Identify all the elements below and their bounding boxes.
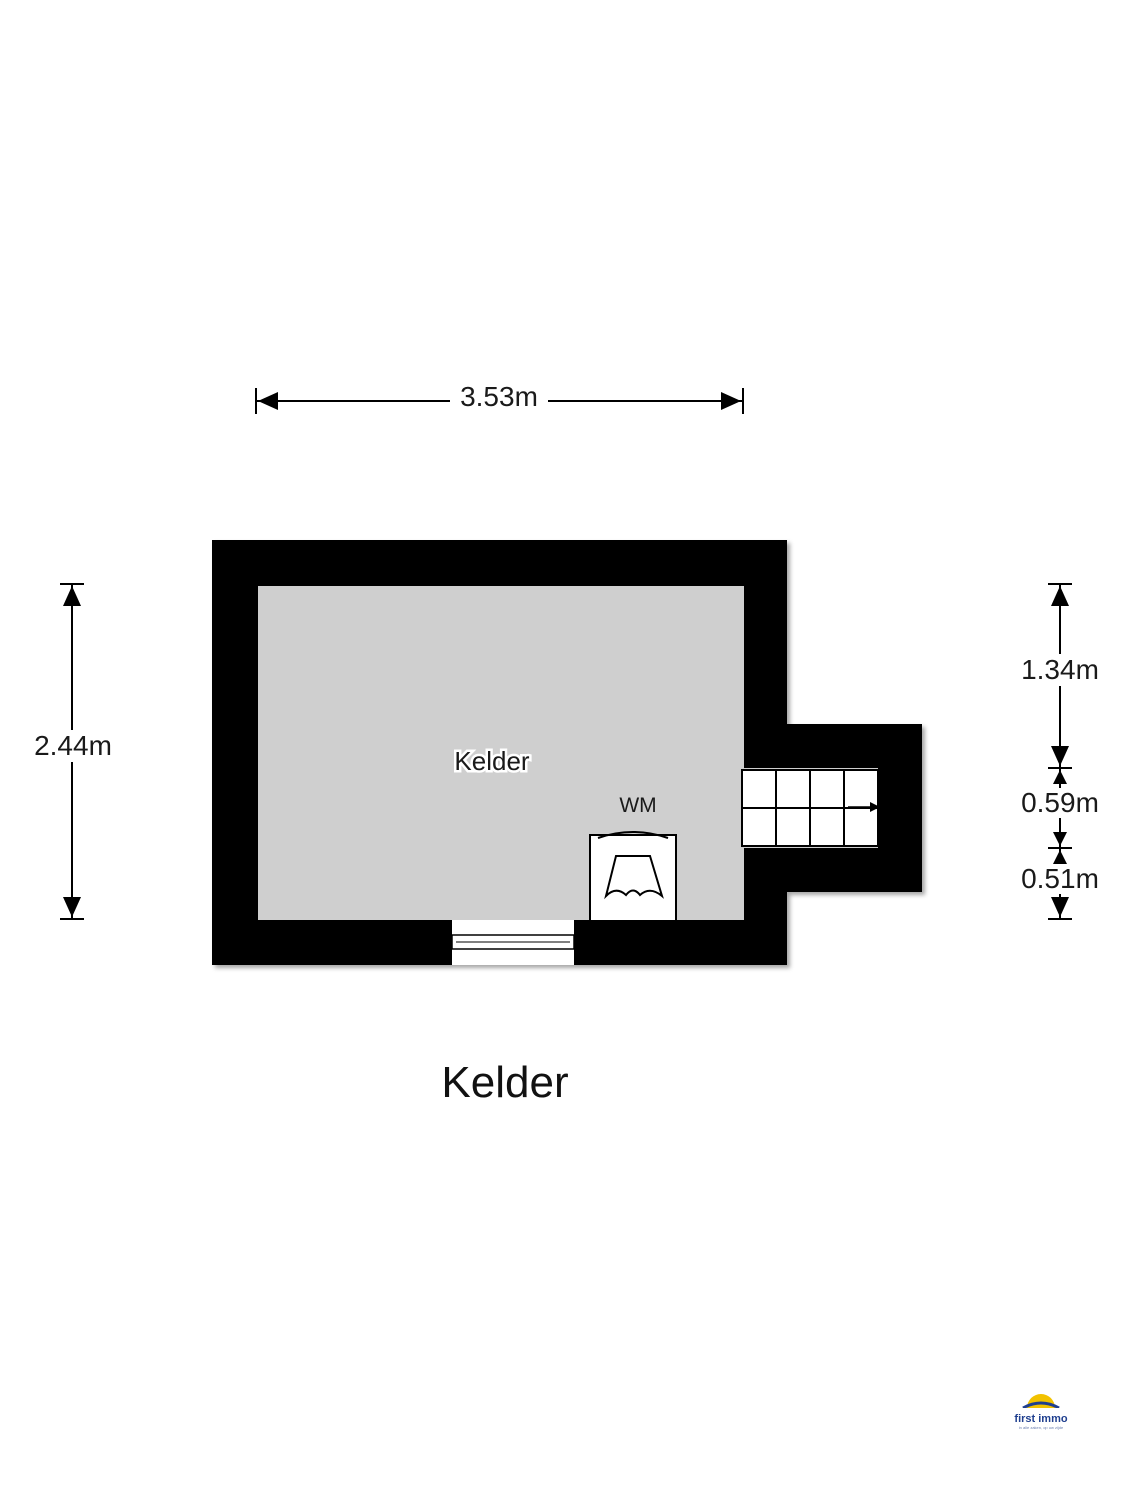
room-label: Kelder	[454, 746, 529, 776]
sun-icon	[1022, 1394, 1060, 1410]
floor-title: Kelder	[441, 1058, 569, 1107]
width-dimension: 3.53m	[255, 381, 744, 414]
washing-machine-icon	[589, 831, 677, 922]
logo-tagline: in alle zaken, op uw zijde	[1018, 1425, 1064, 1430]
logo-name: first immo	[1014, 1413, 1068, 1425]
staircase	[741, 769, 879, 847]
right-dimension-arrows	[1051, 586, 1069, 917]
height-dimension-label: 2.44m	[34, 730, 112, 761]
appliance-label: WM	[619, 794, 656, 817]
window	[451, 920, 575, 965]
width-dimension-label: 3.53m	[460, 381, 538, 412]
right-bottom-dimension-label: 0.51m	[1021, 863, 1099, 894]
height-dimension: 2.44m	[30, 583, 116, 920]
stair-direction-arrow-icon	[848, 802, 880, 812]
right-top-dimension-label: 1.34m	[1021, 654, 1099, 685]
right-middle-dimension-label: 0.59m	[1021, 787, 1099, 818]
company-logo: first immo in alle zaken, op uw zijde	[1005, 1392, 1077, 1431]
